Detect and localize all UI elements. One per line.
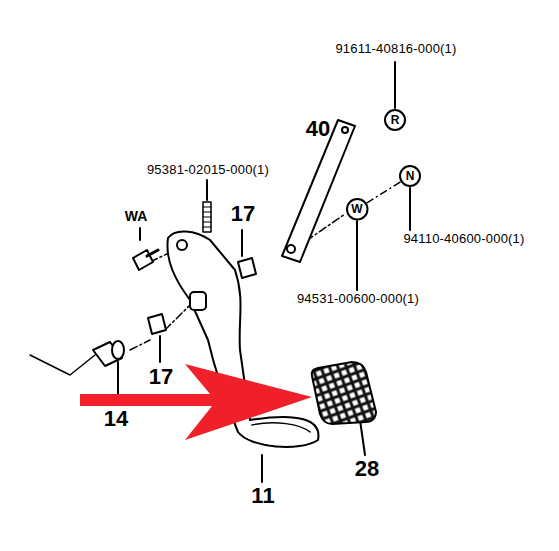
callout-number: 40 <box>306 118 330 140</box>
wire-line <box>30 355 95 375</box>
leader-line <box>261 455 263 482</box>
stopper-17 <box>148 314 166 334</box>
arm-edge <box>252 423 310 432</box>
leader-line <box>394 62 396 108</box>
node-letter: N <box>406 170 415 182</box>
bracket-40 <box>282 120 355 262</box>
bolt-shank <box>147 250 158 256</box>
callout-number: 14 <box>104 408 128 430</box>
leader-line <box>159 336 161 362</box>
circled-letter: W <box>346 198 369 221</box>
part-number: 95381-02015-000(1) <box>147 163 269 176</box>
pedal-pad-28 <box>312 362 376 424</box>
leader-line <box>360 420 365 455</box>
stopper-17 <box>238 258 256 278</box>
axis-connector <box>367 182 401 203</box>
spring-pin <box>203 202 211 232</box>
part-number: 94531-00600-000(1) <box>297 292 419 305</box>
callout-number: 17 <box>231 203 255 225</box>
leader-line <box>139 228 141 240</box>
red-arrow <box>80 364 312 440</box>
bushing-end <box>112 341 124 359</box>
callout-number: 11 <box>251 485 274 507</box>
arm-hole <box>177 240 187 250</box>
leader-line <box>206 180 208 200</box>
callout-number: 17 <box>149 366 173 388</box>
part-number: 94110-40600-000(1) <box>403 232 524 245</box>
leader-line <box>409 188 411 230</box>
bracket-hole <box>342 127 348 133</box>
callout-number: 28 <box>355 458 379 480</box>
node-letter: R <box>391 114 400 126</box>
leader-line <box>241 230 243 256</box>
part-number: 91611-40816-000(1) <box>335 42 456 55</box>
boss <box>190 292 206 310</box>
circled-letter: R <box>384 109 406 131</box>
pin-slots <box>203 207 211 227</box>
bracket-hole <box>287 245 295 253</box>
leader-line <box>356 221 358 290</box>
axis-line <box>130 305 190 350</box>
callout-number: WA <box>125 209 148 223</box>
node-letter: W <box>351 203 362 215</box>
circled-letter: N <box>399 165 421 187</box>
